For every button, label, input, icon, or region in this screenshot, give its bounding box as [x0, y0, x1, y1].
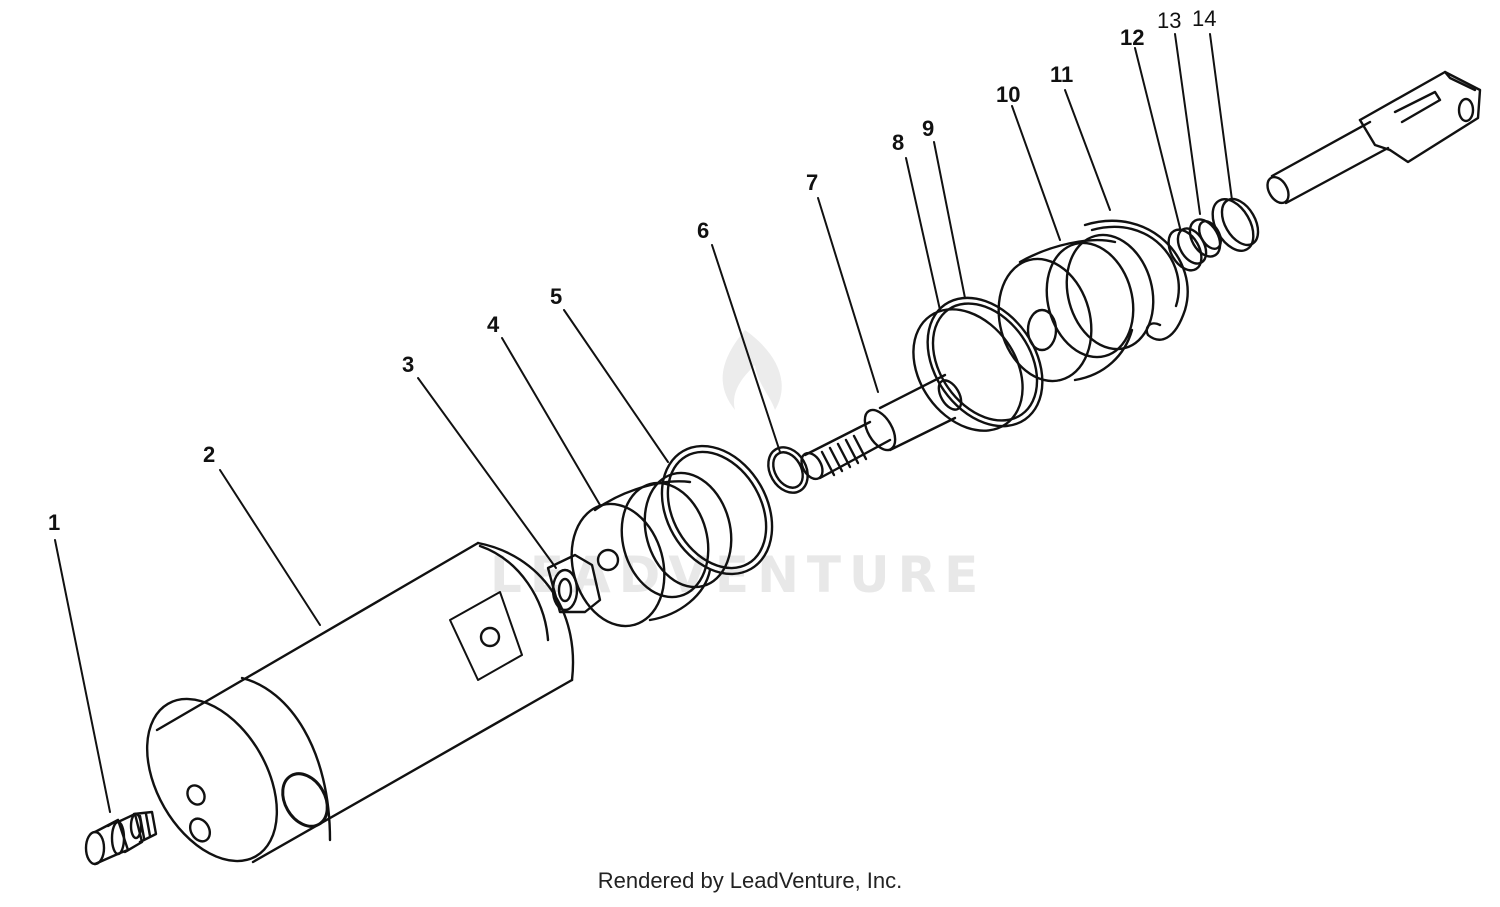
callout-11[interactable]: 11 — [1050, 62, 1073, 87]
callout-3[interactable]: 3 — [402, 352, 414, 377]
callout-13[interactable]: 13 — [1157, 8, 1181, 33]
part-1-grease-fitting[interactable] — [84, 810, 158, 866]
part-14-bushing[interactable] — [1204, 192, 1265, 257]
watermark-flame-icon — [722, 330, 782, 410]
part-3-nut[interactable] — [546, 553, 602, 614]
callout-2[interactable]: 2 — [203, 442, 215, 467]
part-2-cylinder-barrel[interactable] — [120, 541, 575, 884]
part-7-piston-rod[interactable] — [797, 373, 966, 483]
part-4-piston[interactable] — [558, 463, 743, 636]
part-9-o-ring[interactable] — [904, 276, 1066, 448]
callout-12[interactable]: 12 — [1120, 25, 1144, 50]
part-6-o-ring[interactable] — [760, 440, 815, 500]
footer-credit: Rendered by LeadVenture, Inc. — [597, 868, 903, 893]
callout-6[interactable]: 6 — [697, 218, 709, 243]
part-5-seal-ring[interactable] — [640, 426, 795, 594]
leader-lines — [54, 33, 1233, 813]
part-8-backup-ring[interactable] — [891, 288, 1045, 451]
part-11-snap-ring[interactable] — [1083, 219, 1189, 341]
watermark-text: LEADVENTURE — [490, 546, 986, 604]
clevis-rod[interactable] — [1263, 70, 1482, 207]
callout-7[interactable]: 7 — [806, 170, 818, 195]
callout-10[interactable]: 10 — [996, 82, 1020, 107]
callout-1[interactable]: 1 — [48, 510, 60, 535]
callout-14[interactable]: 14 — [1192, 6, 1216, 31]
callout-8[interactable]: 8 — [892, 130, 904, 155]
callout-9[interactable]: 9 — [922, 116, 934, 141]
callout-5[interactable]: 5 — [550, 284, 562, 309]
part-12-wiper-seal[interactable] — [1162, 224, 1212, 277]
callout-4[interactable]: 4 — [487, 312, 500, 337]
callout-labels: 1 2 3 4 5 6 7 8 9 10 11 12 13 14 — [48, 6, 1216, 535]
part-10-gland[interactable] — [985, 225, 1165, 391]
